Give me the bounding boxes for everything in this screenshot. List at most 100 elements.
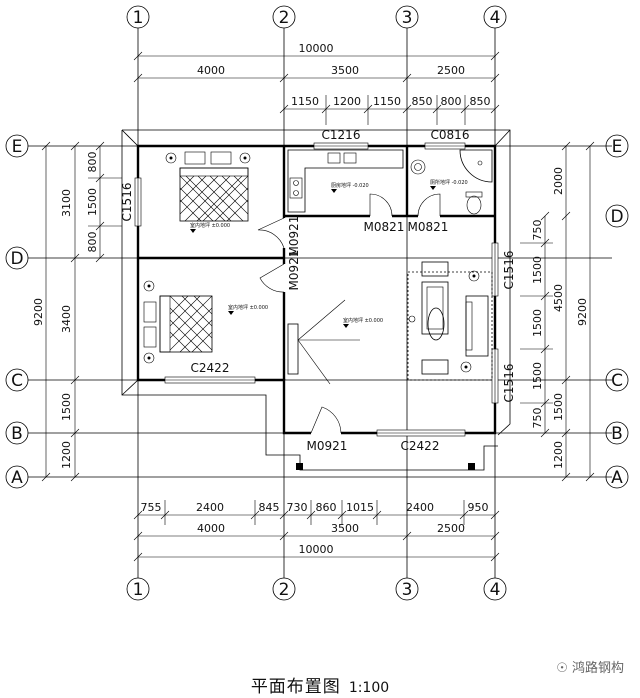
dim-right-seg-2: 4500: [552, 284, 565, 312]
dim-right-win-5: 750: [531, 408, 544, 429]
dim-right-win-1: 750: [531, 220, 544, 241]
porch-column-left: [296, 463, 303, 470]
axis-B-left: B: [11, 424, 23, 444]
label-m0921-lower: M0921: [287, 250, 301, 291]
dim-bottom-seg-2: 3500: [331, 522, 359, 535]
dim-bottom-overall: 10000: [299, 543, 334, 556]
dim-top-win-1: 1150: [291, 95, 319, 108]
label-c1516-right-lower: C1516: [502, 364, 516, 403]
dim-bottom-seg-1: 4000: [197, 522, 225, 535]
dim-right-overall: 9200: [576, 298, 589, 326]
dim-bottom-det-7: 2400: [406, 501, 434, 514]
dim-left-win-2: 1500: [86, 188, 99, 216]
axis-D-right: D: [610, 207, 623, 227]
axis-3-bottom: 3: [402, 580, 413, 600]
door-swings: [257, 193, 441, 436]
dim-top-win-6: 850: [470, 95, 491, 108]
dim-top-seg-1: 4000: [197, 64, 225, 77]
kitchen-counter: [287, 149, 404, 213]
dim-bottom-det-2: 2400: [196, 501, 224, 514]
label-m0921-upper: M0921: [287, 216, 301, 257]
axis-3-top: 3: [402, 8, 413, 28]
axis-1-bottom: 1: [133, 580, 144, 600]
axis-bubbles: 1 2 3 4 1 2 3 4 E D C B A E D C B A: [5, 5, 629, 601]
walls: [136, 144, 497, 435]
axis-2-bottom: 2: [279, 580, 290, 600]
sofa-set: [407, 261, 493, 381]
opening-labels: C1216 C0816 C1516 C2422 C2422 C1516 C151…: [120, 128, 516, 453]
level-living: 室内地坪 ±0.000: [343, 317, 383, 324]
dim-left-win-1: 800: [86, 152, 99, 173]
dim-right-win-3: 1500: [531, 309, 544, 337]
tv-cabinet: [287, 299, 360, 385]
dim-left-seg-4: 1200: [60, 441, 73, 469]
dim-top-win-5: 800: [441, 95, 462, 108]
axis-E-right: E: [612, 137, 623, 157]
label-c1516-left: C1516: [120, 183, 134, 222]
drawing-caption: 平面布置图 1:100: [0, 672, 640, 697]
bottom-dimensions: 755 2400 845 730 860 1015 2400 950 4000 …: [133, 500, 500, 562]
label-m0821-bath: M0821: [408, 220, 449, 234]
label-m0921-front: M0921: [307, 439, 348, 453]
right-dimensions: 9200 2000 4500 1500 1200 750 1500 1500 1…: [520, 141, 595, 482]
bed-1: [165, 151, 251, 222]
axis-2-top: 2: [279, 8, 290, 28]
axis-B-right: B: [611, 424, 623, 444]
floor-plan: 1 2 3 4 1 2 3 4 E D C B A E D C B A: [5, 5, 629, 601]
level-bedroom-2: 室内地坪 ±0.000: [228, 304, 268, 311]
caption-title: 平面布置图: [250, 677, 341, 697]
label-c1216: C1216: [322, 128, 361, 142]
dim-top-win-4: 850: [412, 95, 433, 108]
axis-4-top: 4: [490, 8, 501, 28]
wechat-icon: ☉: [556, 661, 568, 676]
label-m0821-kitchen: M0821: [364, 220, 405, 234]
watermark: ☉ 鸿路钢构: [556, 657, 624, 676]
label-c1516-right-upper: C1516: [502, 251, 516, 290]
watermark-text: 鸿路钢构: [571, 661, 624, 676]
dim-left-win-3: 800: [86, 232, 99, 253]
label-c2422-bedroom: C2422: [191, 361, 230, 375]
dim-top-win-2: 1200: [333, 95, 361, 108]
dim-left-seg-1: 3100: [60, 189, 73, 217]
dim-bottom-det-3: 845: [259, 501, 280, 514]
dim-right-seg-1: 2000: [552, 167, 565, 195]
dim-bottom-det-5: 860: [316, 501, 337, 514]
bed-2: [143, 280, 213, 364]
axis-4-bottom: 4: [490, 580, 501, 600]
dim-right-win-2: 1500: [531, 256, 544, 284]
roof-outline: [121, 129, 511, 471]
dim-right-seg-4: 1200: [552, 441, 565, 469]
dim-bottom-det-6: 1015: [346, 501, 374, 514]
top-dimensions: 10000 4000 3500 2500 1150 1200 1150 850 …: [133, 42, 500, 125]
axis-C-left: C: [11, 371, 23, 391]
room-levels: 室内地坪 ±0.000 室内地坪 ±0.000 室内地坪 ±0.000 厨房地坪…: [190, 179, 468, 328]
axis-A-right: A: [611, 468, 623, 488]
axis-D-left: D: [10, 249, 23, 269]
dim-bottom-det-8: 950: [468, 501, 489, 514]
dim-bottom-seg-3: 2500: [437, 522, 465, 535]
dim-top-win-3: 1150: [373, 95, 401, 108]
dim-top-seg-2: 3500: [331, 64, 359, 77]
dim-left-seg-3: 1500: [60, 393, 73, 421]
dim-top-overall: 10000: [299, 42, 334, 55]
grid-lines: [28, 28, 612, 578]
axis-A-left: A: [11, 468, 23, 488]
dim-bottom-det-4: 730: [287, 501, 308, 514]
axis-1-top: 1: [133, 8, 144, 28]
level-kitchen: 厨房地坪 -0.020: [331, 182, 369, 189]
label-c0816: C0816: [431, 128, 470, 142]
dim-right-seg-3: 1500: [552, 393, 565, 421]
bathroom-fixtures: [410, 149, 493, 215]
level-bathroom: 厕所地坪 -0.020: [430, 179, 468, 186]
level-bedroom-1: 室内地坪 ±0.000: [190, 222, 230, 229]
label-c2422-front: C2422: [401, 439, 440, 453]
caption-scale: 1:100: [348, 680, 390, 696]
left-dimensions: 9200 3100 3400 1500 1200 800 1500 800: [32, 141, 122, 482]
dim-right-win-4: 1500: [531, 362, 544, 390]
window-symbols: [134, 142, 499, 437]
dim-top-seg-3: 2500: [437, 64, 465, 77]
axis-C-right: C: [611, 371, 623, 391]
porch-column-right: [468, 463, 475, 470]
dim-left-overall: 9200: [32, 298, 45, 326]
dim-bottom-det-1: 755: [141, 501, 162, 514]
